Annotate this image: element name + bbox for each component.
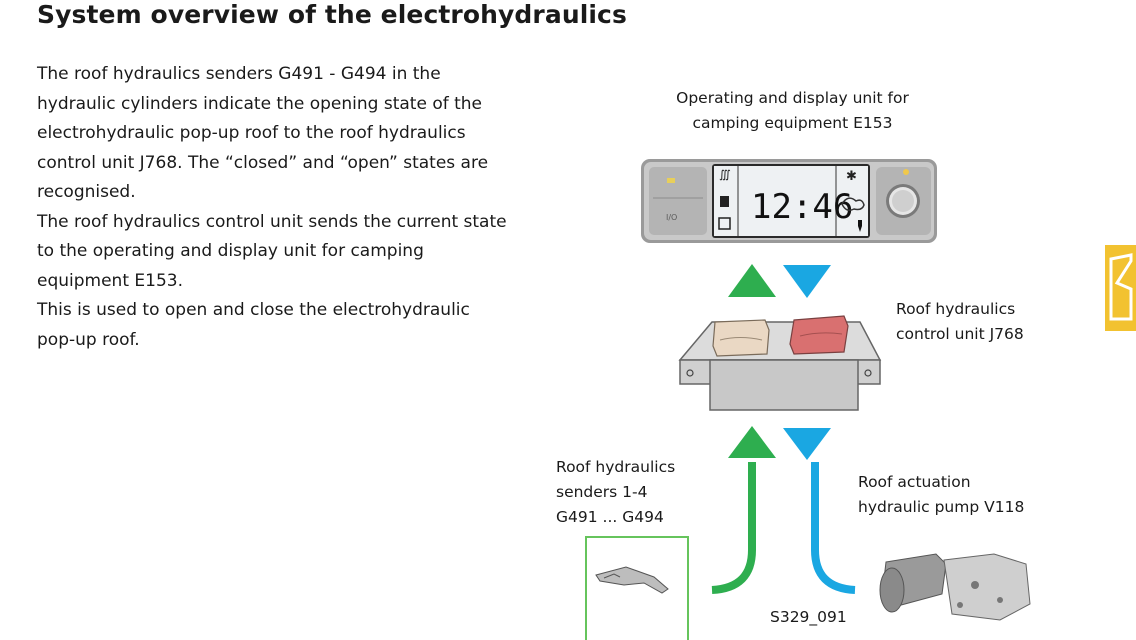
senders-label-line1: Roof hydraulics: [556, 458, 676, 476]
control-unit-label: Roof hydraulics control unit J768: [896, 297, 1024, 347]
svg-text:∭: ∭: [719, 168, 731, 181]
section-tab: [1105, 245, 1136, 331]
pump-image: [879, 553, 1031, 621]
display-time: 12:46: [751, 187, 853, 227]
up-arrow-lower: [728, 426, 776, 458]
paragraph-1: The roof hydraulics senders G491 - G494 …: [37, 64, 489, 202]
down-arrow-lower: [783, 428, 831, 460]
display-unit-label: Operating and display unit for camping e…: [640, 86, 945, 136]
display-unit-label-line1: Operating and display unit for: [676, 89, 909, 107]
up-arrow-upper: [728, 264, 776, 297]
pump-label-line2: hydraulic pump V118: [858, 498, 1025, 516]
sender-signal-line: [711, 462, 756, 594]
pump-label: Roof actuation hydraulic pump V118: [858, 470, 1024, 520]
sender-image: [585, 536, 689, 640]
paragraph-3: This is used to open and close the elect…: [37, 300, 470, 350]
svg-text:✱: ✱: [846, 169, 857, 184]
senders-label-line3: G491 ... G494: [556, 508, 664, 526]
pump-signal-line: [811, 462, 856, 594]
tab-icon: [1109, 253, 1133, 321]
display-button-label: I/O: [666, 213, 677, 222]
senders-label: Roof hydraulics senders 1-4 G491 ... G49…: [556, 455, 675, 530]
senders-label-line2: senders 1-4: [556, 483, 648, 501]
figure-id: S329_091: [770, 608, 847, 626]
display-unit-image: I/O ∭ 12:46 ✱: [641, 159, 937, 243]
control-unit-image: [678, 315, 882, 411]
control-unit-label-line1: Roof hydraulics: [896, 300, 1016, 318]
down-arrow-upper: [783, 265, 831, 298]
pump-label-line1: Roof actuation: [858, 473, 971, 491]
display-unit-label-line2: camping equipment E153: [692, 114, 893, 132]
page-title: System overview of the electrohydraulics: [37, 0, 627, 29]
description-text: The roof hydraulics senders G491 - G494 …: [37, 60, 512, 355]
paragraph-2: The roof hydraulics control unit sends t…: [37, 211, 507, 291]
control-unit-label-line2: control unit J768: [896, 325, 1024, 343]
